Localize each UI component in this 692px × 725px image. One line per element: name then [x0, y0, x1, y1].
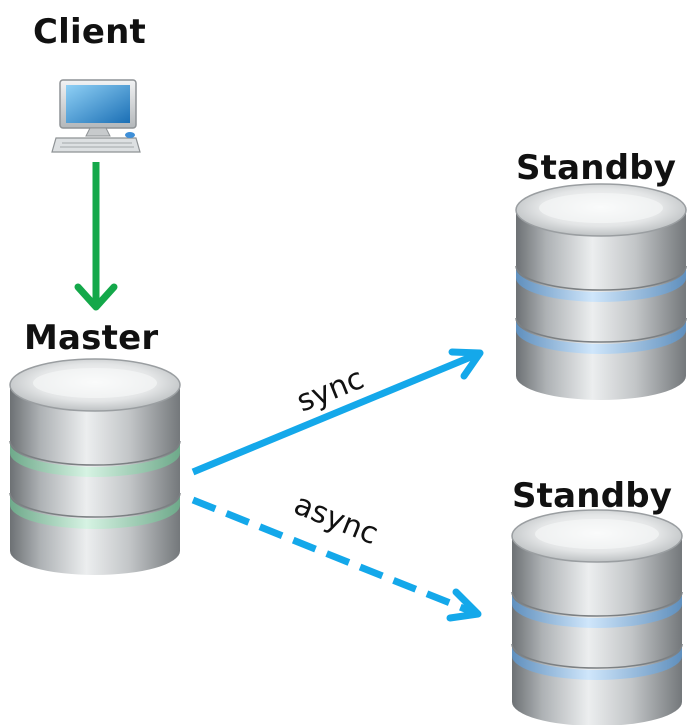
client-to-master-arrow: [74, 162, 118, 311]
client-label: Client: [33, 12, 146, 52]
standby-sync-database-icon: [515, 183, 687, 401]
async-arrow: [191, 496, 482, 622]
master-database-icon: [9, 358, 181, 576]
master-label: Master: [24, 318, 159, 358]
sync-arrow: [191, 348, 484, 476]
sync-label: sync: [292, 361, 369, 419]
standby-async-database-icon: [511, 509, 683, 725]
desktop-computer-icon: [51, 79, 141, 153]
standby-sync-label: Standby: [516, 148, 677, 188]
